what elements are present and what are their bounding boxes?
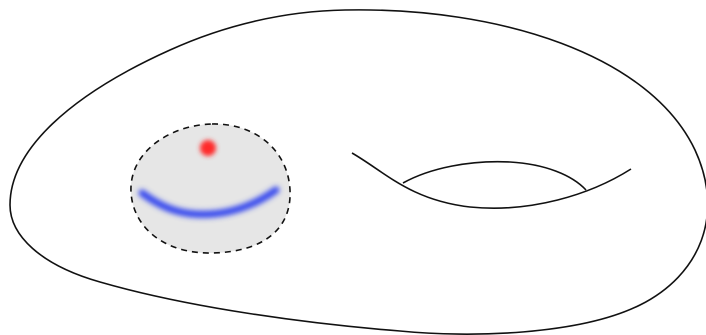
patch-point — [200, 140, 216, 156]
torus-outline — [10, 10, 706, 334]
torus-hole-upper-curve — [403, 162, 586, 190]
